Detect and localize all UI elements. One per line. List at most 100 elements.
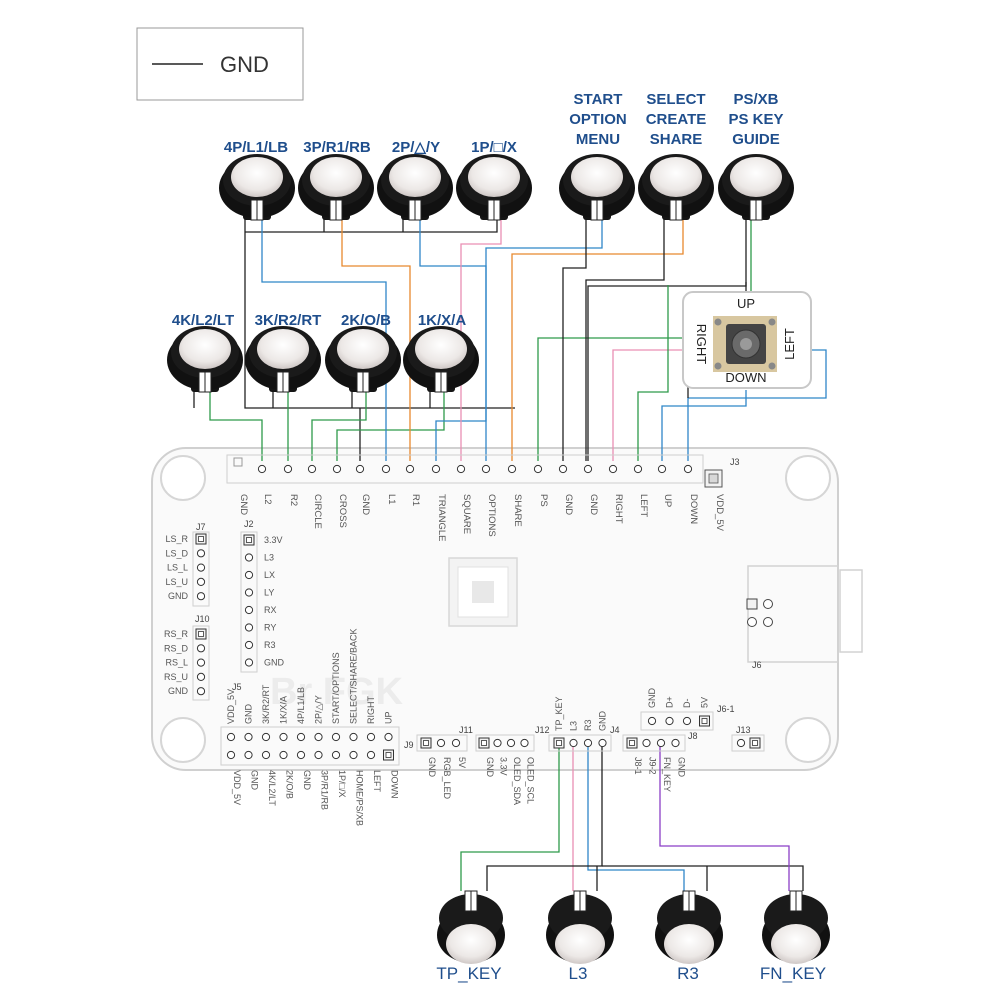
j3-pin-label-down: DOWN [688, 494, 699, 524]
j10-pin [196, 658, 206, 667]
j11-name: J11 [459, 725, 473, 735]
j7-name: J7 [196, 522, 206, 532]
button-select[interactable] [638, 154, 714, 221]
header-j13 [731, 734, 765, 752]
mcu-chip [448, 557, 518, 627]
j5-pin [331, 750, 341, 760]
j3-pin [608, 464, 618, 474]
j7-pin-label-ls-u: LS_U [165, 577, 188, 587]
button-1p[interactable] [456, 154, 532, 221]
j4-name: J4 [610, 725, 620, 735]
j5-top-label-select-share-back: SELECT/SHARE/BACK [349, 628, 359, 724]
j5-pin [244, 732, 253, 742]
button-start[interactable] [559, 154, 635, 221]
j3-pin-label-triangle: TRIANGLE [436, 494, 447, 542]
button-2k[interactable] [325, 326, 401, 393]
btn-4k-label: 4K/L2/LT [172, 312, 234, 329]
ps-label-line-3: GUIDE [732, 131, 780, 148]
button-4k[interactable] [167, 326, 243, 393]
button-fn[interactable] [762, 890, 830, 964]
j5-bottom-label-gnd: GND [250, 770, 260, 791]
j3-pin [283, 464, 293, 474]
j12-name: J12 [535, 725, 550, 735]
j10-pin-label-rs-l: RS_L [165, 658, 188, 668]
select-label-line-1: SELECT [646, 91, 705, 108]
button-r3[interactable] [655, 890, 723, 964]
legend-gnd-label: GND [220, 52, 269, 77]
j8-pin-label-gnd: GND [677, 757, 687, 778]
wire-blue [485, 215, 603, 461]
j8-pin [656, 738, 666, 748]
j5-pin [296, 732, 306, 742]
j10-pin-label-rs-r: RS_R [164, 629, 189, 639]
j5-top-label-2p-y: 2P/△/Y [314, 695, 324, 724]
j6-1-pin [647, 716, 657, 726]
j6-1-pin [665, 716, 674, 726]
wire-gnd [602, 865, 804, 891]
start-label-line-1: START [574, 91, 623, 108]
j2-pin-label-r3: R3 [264, 640, 276, 650]
mid-labels: 4K/L2/LT 3K/R2/RT 2K/O/B 1K/X/A [172, 312, 466, 329]
j5-pin [384, 732, 393, 742]
mount-hole [160, 717, 206, 763]
btn-1p-label: 1P/□/X [471, 139, 517, 156]
j8-name: J8 [688, 731, 698, 741]
j7-pin [196, 549, 206, 558]
select-label-line-3: SHARE [650, 131, 703, 148]
j5-pin [226, 732, 236, 742]
j5-pin [314, 732, 323, 742]
j10-name: J10 [195, 614, 210, 624]
j5-bottom-label-home-ps-xb: HOME/PS/XB [355, 770, 365, 826]
j5-bottom-label-4k-l2-lt: 4K/L2/LT [267, 770, 277, 806]
button-l3[interactable] [546, 890, 614, 964]
j6-1-pin-label-gnd: GND [647, 688, 657, 709]
wire-gnd [562, 215, 587, 461]
pcb-board: J6 Br FGK [151, 447, 863, 771]
button-4p[interactable] [219, 154, 295, 221]
j6-1-pin-label-d: D- [682, 699, 692, 709]
wire-gnd [245, 215, 498, 233]
j5-top-label-1k-x-a: 1K/X/A [279, 696, 289, 724]
button-1k[interactable] [403, 326, 479, 393]
j5-bottom-label-3p-r1-rb: 3P/R1/RB [320, 770, 330, 810]
j5-bottom-label-down: DOWN [390, 770, 400, 799]
j3-pin [233, 457, 243, 467]
button-2p[interactable] [377, 154, 453, 221]
btn-tp-label: TP_KEY [436, 964, 501, 983]
j5-pin [366, 750, 376, 760]
wire-green [537, 215, 752, 461]
j8-pin [671, 738, 680, 748]
button-tp[interactable] [437, 890, 505, 964]
j5-pin [349, 732, 358, 742]
j8-pin-label-j8-1: J8-1 [633, 757, 643, 775]
button-3p[interactable] [298, 154, 374, 221]
j2-pin [244, 658, 254, 667]
joystick-left-label: LEFT [782, 328, 797, 360]
j5-pin [314, 750, 323, 760]
j3-pin-label-up: UP [662, 494, 673, 507]
ps-label-line-2: PS KEY [728, 111, 783, 128]
j5-bottom-label-left: LEFT [372, 770, 382, 793]
btn-4p-label: 4P/L1/LB [224, 139, 288, 156]
j5-bottom-label-2k-o-b: 2K/O/B [285, 770, 295, 799]
j5-name: J5 [232, 682, 242, 692]
j3-pin-label-options: OPTIONS [486, 494, 497, 537]
j12-pin-label-gnd: GND [598, 711, 608, 732]
j12-pin [569, 738, 578, 748]
j5-top-label-up: UP [384, 711, 394, 724]
j6-1-name: J6-1 [717, 704, 735, 714]
board-logo: Br FGK [270, 671, 404, 713]
joystick-down-label: DOWN [725, 370, 766, 385]
button-ps[interactable] [718, 154, 794, 221]
j3-pin-label-ps: PS [538, 494, 549, 507]
j7-pin-label-gnd: GND [168, 591, 189, 601]
button-3k[interactable] [245, 326, 321, 393]
joystick-module: UP DOWN LEFT RIGHT [682, 291, 812, 389]
j5-top-label-gnd: GND [244, 704, 254, 725]
